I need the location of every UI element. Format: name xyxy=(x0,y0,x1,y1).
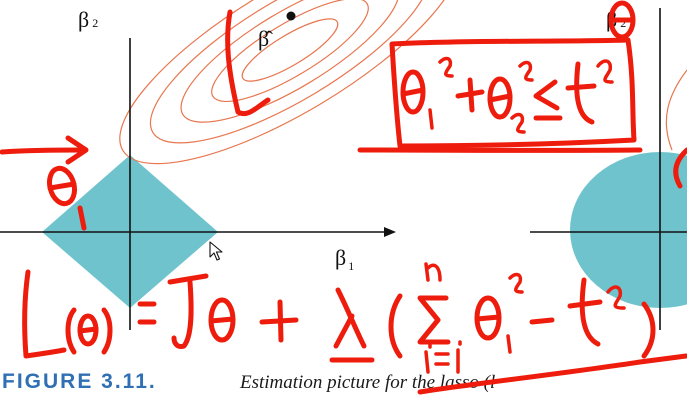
beta-hat-point xyxy=(286,11,296,21)
mouse-pointer-icon xyxy=(209,241,223,261)
ink-arrow-head xyxy=(65,135,89,165)
ink-arrow-shaft xyxy=(0,147,87,155)
ridge-disk-region xyxy=(570,152,687,308)
beta-hat-label: β̂ xyxy=(258,26,273,51)
caption-figure-label: FIGURE 3.11. xyxy=(2,370,157,393)
right-contour xyxy=(665,69,687,151)
ink-theta-right xyxy=(608,0,636,40)
ink-stroke-top xyxy=(225,9,271,116)
left-x-axis-arrowhead xyxy=(384,227,396,237)
rss-contours xyxy=(119,0,461,165)
ink-caption-underline xyxy=(417,353,687,395)
ink-loss-equation xyxy=(22,262,656,374)
caption-text: Estimation picture for the lasso (l xyxy=(239,372,495,393)
ink-theta-1 xyxy=(47,165,87,231)
figure-caption: FIGURE 3.11. Estimation picture for the … xyxy=(2,370,495,393)
ink-constraint-equation-box xyxy=(357,37,643,153)
ink-right-edge-stroke xyxy=(673,147,687,189)
